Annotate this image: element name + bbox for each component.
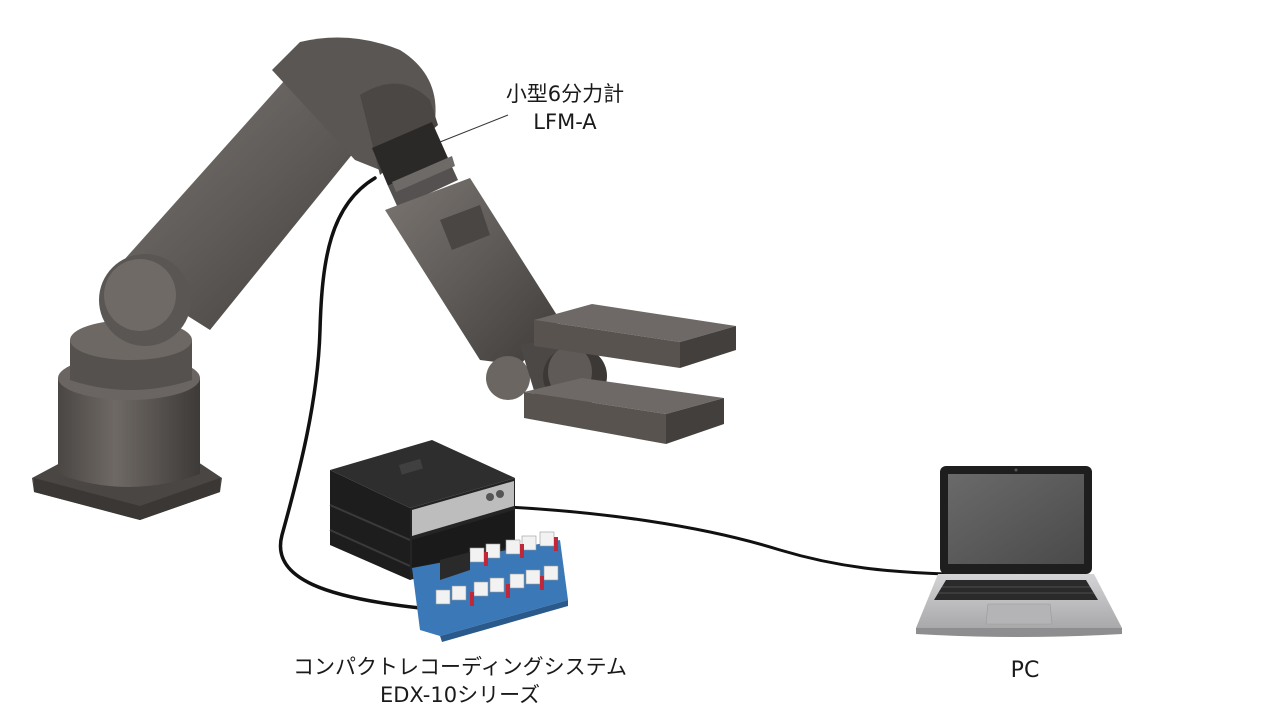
recorder-edx10 [329, 440, 568, 642]
recorder-label: コンパクトレコーディングシステム EDX-10シリーズ [250, 653, 670, 709]
robot-forearm [385, 178, 560, 365]
sensor-model: LFM-A [533, 110, 597, 134]
robot-base-column [58, 378, 200, 487]
sensor-label: 小型6分力計 LFM-A [470, 80, 660, 136]
cable-sensor-to-recorder [278, 176, 422, 610]
pc-label: PC [980, 657, 1070, 685]
sensor-lfm-a [372, 122, 448, 186]
gripper-lower-jaw [524, 378, 724, 444]
pc-name: PC [1010, 658, 1040, 683]
laptop-trackpad [985, 603, 1053, 625]
cable-recorder-to-pc [506, 505, 948, 576]
laptop-keyboard [934, 580, 1098, 600]
robot-wrist-joint [486, 356, 530, 400]
sensor-leader-line [439, 114, 509, 143]
recorder-model: EDX-10シリーズ [379, 683, 541, 707]
recorder-name: コンパクトレコーディングシステム [293, 655, 627, 679]
laptop-screen [948, 474, 1084, 564]
gripper-upper-jaw [534, 304, 736, 368]
sensor-name: 小型6分力計 [505, 82, 625, 106]
robot-arm [32, 37, 736, 520]
laptop-pc [916, 466, 1122, 637]
robot-upper-arm [115, 80, 380, 330]
